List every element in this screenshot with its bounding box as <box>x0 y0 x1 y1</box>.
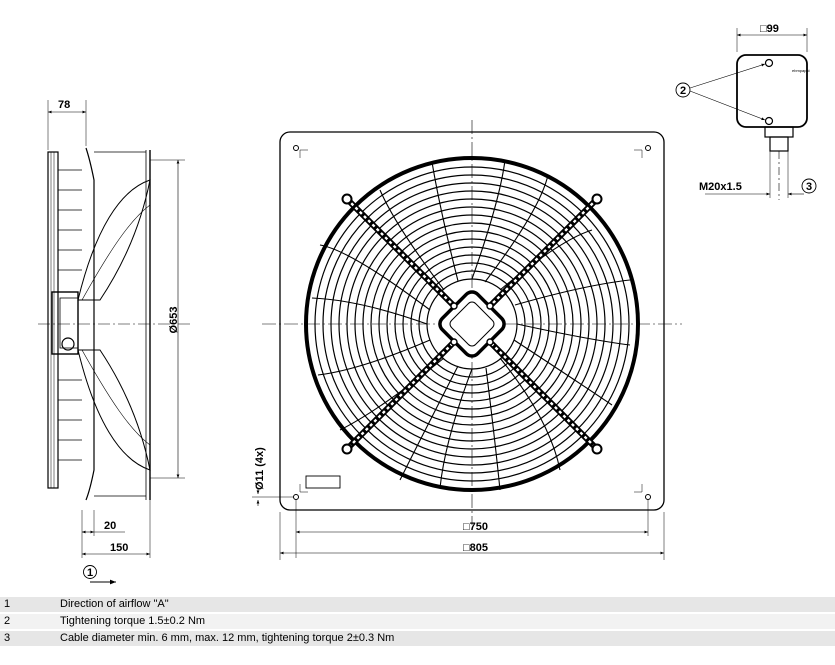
legend-number: 3 <box>4 632 11 644</box>
technical-drawing: 78 Ø653 20 150 1 <box>38 23 817 585</box>
front-view <box>252 120 682 560</box>
dim-cable-gland: M20x1.5 <box>699 181 742 193</box>
callout-airflow-number: 1 <box>87 567 93 579</box>
legend-number: 2 <box>4 615 11 627</box>
legend-text: Direction of airflow "A" <box>60 598 169 610</box>
brand-mark: ebmpapst <box>792 68 810 73</box>
callout-cable-number: 3 <box>806 181 812 193</box>
dim-terminal-box: □99 <box>760 23 779 35</box>
terminal-box-view <box>675 28 817 200</box>
dim-guard-diameter: Ø653 <box>168 307 180 334</box>
legend-text: Cable diameter min. 6 mm, max. 12 mm, ti… <box>60 632 395 644</box>
legend-number: 1 <box>4 598 11 610</box>
side-view <box>38 100 190 585</box>
dim-hole-spacing: □750 <box>463 521 488 533</box>
dim-inlet-offset: 20 <box>104 520 116 532</box>
legend-text: Tightening torque 1.5±0.2 Nm <box>60 615 206 627</box>
dim-hole-diameter: Ø11 (4x) <box>254 447 266 490</box>
legend-table: 1 Direction of airflow "A" 2 Tightening … <box>0 597 835 665</box>
legend-row: 1 Direction of airflow "A" <box>0 597 835 612</box>
dim-hole-spacing-group: □750 <box>463 521 488 533</box>
legend-row: 2 Tightening torque 1.5±0.2 Nm <box>0 614 835 629</box>
legend-row: 3 Cable diameter min. 6 mm, max. 12 mm, … <box>0 631 835 646</box>
dim-overall-depth: 150 <box>110 542 128 554</box>
dim-plate-size: □805 <box>463 542 488 554</box>
dim-fan-depth: 78 <box>58 99 70 111</box>
callout-torque-number: 2 <box>680 85 686 97</box>
